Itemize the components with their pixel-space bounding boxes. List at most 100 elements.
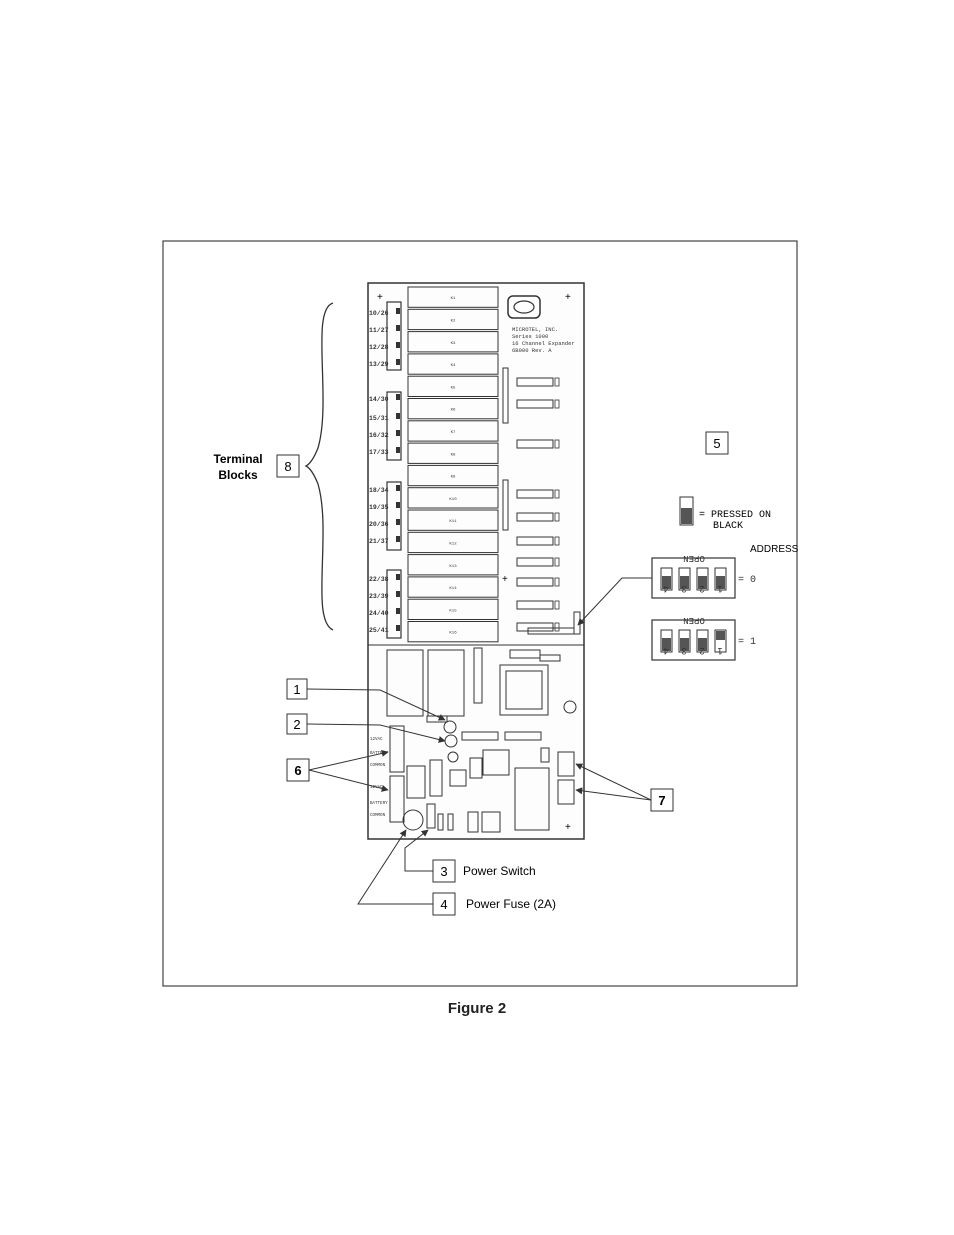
dip-open-label: OPEN: [683, 553, 705, 563]
regulator: [449, 769, 467, 787]
terminal-label: 12/28: [369, 344, 389, 351]
ic-chip: [516, 600, 554, 610]
relay-label: K16: [449, 632, 457, 636]
relay: [407, 531, 499, 554]
dip-address-value: = 0: [738, 575, 756, 586]
company-logo: [507, 295, 541, 319]
callout-leader-6a: [308, 749, 389, 771]
power-fuse-holder: [402, 809, 424, 831]
callout-text-4: Power Fuse (2A): [466, 897, 556, 911]
relay-label: K9: [451, 476, 456, 480]
callout-leader-4: [357, 829, 433, 905]
large-relay: [386, 649, 424, 717]
microcontroller-chip: [499, 664, 549, 716]
crystal: [509, 649, 541, 659]
callout-leader-7b: [575, 787, 652, 801]
dip-open-label: OPEN: [683, 615, 705, 625]
terminal-label: 20/36: [369, 521, 389, 528]
terminal-screw: [396, 608, 400, 614]
connector-header: [473, 647, 483, 704]
relay: [407, 331, 499, 353]
power-connectors: [389, 725, 405, 823]
dip-switch-pressed: [716, 576, 725, 589]
callout-leader-1: [306, 688, 446, 721]
relay-label: K11: [449, 520, 457, 524]
dip-switch-pressed: [662, 576, 671, 589]
relay: [407, 487, 499, 509]
relay-label: K5: [451, 386, 456, 390]
relay: [407, 308, 499, 331]
terminal-blocks: 10/2611/2712/2813/2914/3015/3116/3217/33…: [369, 301, 402, 639]
terminal-label: 17/33: [369, 449, 389, 456]
ic-chip: [516, 377, 554, 387]
relay-label: K12: [449, 542, 457, 546]
terminal-screw: [396, 536, 400, 542]
power-label: BATTERY: [370, 802, 388, 806]
mount-hole-mark: +: [377, 292, 383, 303]
transformer: [482, 749, 510, 776]
pin-header: [527, 627, 575, 635]
dip-address-value: = 1: [738, 637, 756, 648]
callout-number-2: 2: [293, 717, 300, 732]
dip-switch-pressed: [698, 638, 707, 651]
relay: [407, 375, 499, 398]
callout-box-8: [276, 454, 300, 478]
power-label: COMMON: [370, 764, 386, 768]
callout-leader-3: [404, 829, 433, 872]
terminal-label: 25/41: [369, 627, 389, 634]
terminal-block: [386, 481, 402, 551]
power-connector: [389, 775, 405, 823]
terminal-label: 10/26: [369, 310, 389, 317]
small-component: [437, 813, 444, 831]
power-label: COMMON: [370, 814, 386, 818]
terminal-label: 14/30: [369, 396, 389, 403]
dip-switch-number: 4: [663, 646, 668, 656]
address-label: ADDRESS: [750, 544, 799, 555]
relay: [407, 598, 499, 621]
callout-number-1: 1: [293, 682, 300, 697]
mount-hole-mark: +: [565, 292, 571, 303]
bridge: [406, 765, 426, 799]
relay-label: K8: [451, 453, 456, 457]
mount-hole-mark: +: [565, 822, 571, 833]
lower-board: [368, 611, 584, 833]
output-connector: [557, 751, 575, 777]
dip-switch-pressed: [662, 638, 671, 651]
dip-legend-text: BLACK: [713, 521, 743, 532]
relay-label: K10: [449, 498, 457, 502]
callout-number-8: 8: [284, 459, 291, 474]
dip-switch-pressed: [680, 638, 689, 651]
dip-switch-pressed: [680, 576, 689, 589]
figure-caption: Figure 2: [447, 1000, 507, 1017]
terminal-block: [386, 391, 402, 461]
relay-label: K7: [451, 431, 456, 435]
terminal-screw: [396, 325, 400, 331]
dip-switch-number: 2: [699, 646, 704, 656]
terminal-screw: [396, 430, 400, 436]
bypass-capacitor: [554, 536, 560, 546]
relay-label: K14: [449, 587, 457, 591]
callout-leader-6b: [308, 769, 389, 792]
callout-number-5: 5: [713, 436, 720, 451]
company-line: 16 Channel Expander: [512, 340, 575, 347]
relay: [407, 554, 499, 576]
terminal-screw: [396, 413, 400, 419]
dip-switch-number: 3: [681, 646, 686, 656]
dip-switch: [714, 629, 727, 653]
bypass-capacitor: [554, 600, 560, 610]
terminal-label: 16/32: [369, 432, 389, 439]
small-component: [447, 813, 454, 831]
relay-label: K1: [451, 297, 456, 301]
terminal-screw: [396, 485, 400, 491]
power-label: 12VAC: [370, 786, 383, 790]
terminal-screw: [396, 342, 400, 348]
dip-legend: = PRESSED ON BLACK: [679, 496, 771, 532]
diode-block: [429, 759, 443, 797]
terminal-block: [386, 569, 402, 639]
microcontroller-inner: [505, 670, 543, 710]
callout-leader-7a: [575, 763, 652, 801]
callout-number-3: 3: [440, 864, 447, 879]
